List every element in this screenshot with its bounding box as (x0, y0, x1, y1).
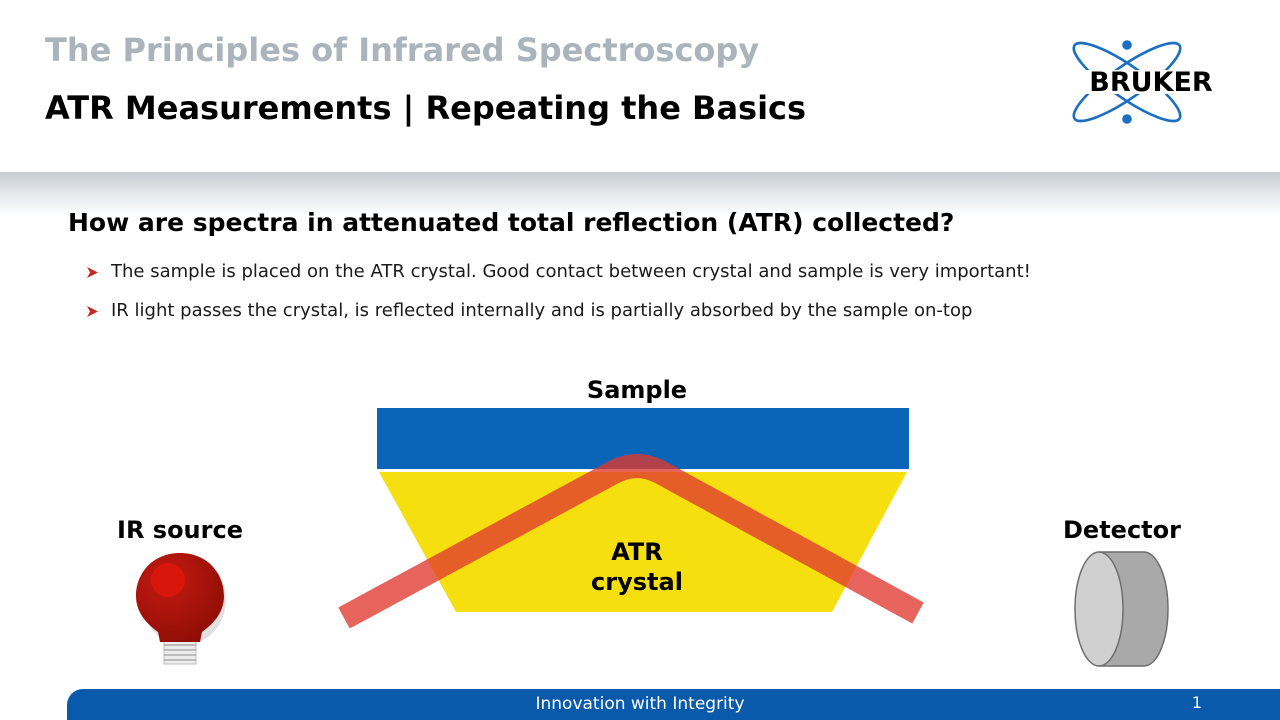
detector-label: Detector (1063, 516, 1181, 544)
crystal-label-line2: crystal (591, 568, 683, 596)
atr-diagram: Sample ATR crystal IR source Detector (117, 376, 1181, 667)
logo-dot (1122, 40, 1132, 50)
bullet-item: The sample is placed on the ATR crystal.… (86, 258, 1031, 297)
arrowhead-icon (87, 306, 98, 317)
bullet-list: The sample is placed on the ATR crystal.… (86, 258, 1031, 336)
lightbulb-icon (136, 553, 226, 665)
header-gradient (0, 172, 1280, 217)
section-question: How are spectra in attenuated total refl… (68, 208, 955, 237)
logo-wordmark: BRUKER (1089, 67, 1213, 98)
sample-label: Sample (587, 376, 687, 404)
crystal-label-line1: ATR (611, 538, 663, 566)
footer-slogan: Innovation with Integrity (535, 694, 745, 714)
atr-crystal (379, 472, 907, 612)
bullet-item: IR light passes the crystal, is reflecte… (86, 297, 1031, 336)
logo-orbits (1072, 41, 1182, 123)
logo-dot (1122, 114, 1132, 124)
bruker-logo: BRUKER (1070, 40, 1232, 124)
bullet-text: The sample is placed on the ATR crystal.… (111, 261, 1031, 282)
deck-title: The Principles of Infrared Spectroscopy (45, 31, 760, 69)
footer-bar: Innovation with Integrity 1 (67, 689, 1280, 720)
bullet-text: IR light passes the crystal, is reflecte… (111, 300, 973, 321)
page-number: 1 (1191, 693, 1203, 712)
ir-beam-path (338, 454, 924, 629)
slide-title: ATR Measurements | Repeating the Basics (45, 89, 807, 127)
logo-text-backdrop (1070, 70, 1232, 94)
ir-source-label: IR source (117, 516, 243, 544)
header-band (0, 0, 1280, 172)
detector-cylinder-icon (1074, 551, 1169, 667)
arrowhead-icon (87, 267, 98, 278)
